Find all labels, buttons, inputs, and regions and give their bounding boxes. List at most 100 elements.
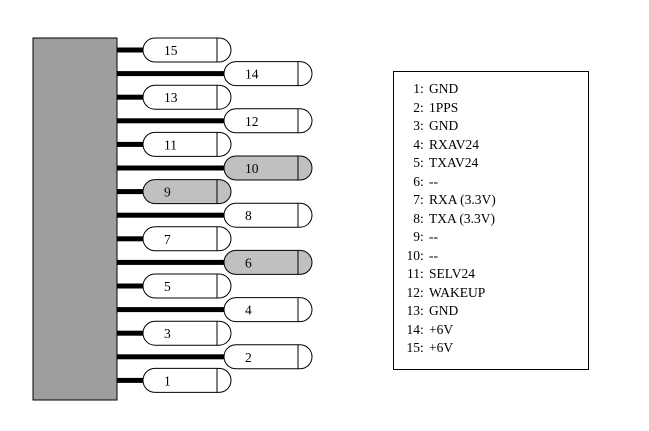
pin-cap — [142, 320, 232, 346]
pin-5: 5 — [117, 273, 232, 299]
pins-layer: 15 14 13 12 11 10 9 8 7 6 5 432 1 — [117, 37, 313, 393]
pin-wire — [117, 165, 234, 171]
pin-number-label: 8 — [245, 208, 252, 223]
pin-number-label: 9 — [164, 185, 171, 200]
legend-item-separator: : — [420, 99, 424, 115]
pin-15: 15 — [117, 37, 232, 63]
legend-item-separator: : — [420, 136, 424, 152]
pin-cap — [142, 179, 232, 205]
pin-11: 11 — [117, 131, 232, 157]
legend-item-number: 11 — [407, 266, 420, 281]
pin-10: 10 — [117, 155, 313, 181]
pin-wire — [117, 141, 153, 147]
legend-item-separator: : — [420, 192, 424, 207]
pin-wire — [117, 189, 153, 195]
pin-7: 7 — [117, 226, 232, 252]
pin-cap — [223, 202, 313, 228]
pin-number-label: 7 — [164, 232, 171, 247]
pin-14: 14 — [117, 61, 313, 87]
legend-item-number: 9 — [413, 229, 420, 244]
pin-wire — [117, 307, 234, 313]
pin-number-label: 12 — [245, 114, 259, 129]
legend-item: 3:GND — [394, 117, 524, 135]
pin-wire — [117, 236, 153, 242]
legend-item-separator: : — [420, 81, 424, 96]
legend-item-separator: : — [420, 229, 424, 244]
pin-cap — [142, 226, 232, 252]
legend-item-label: GND — [429, 81, 459, 96]
connector-body — [32, 37, 118, 401]
pin-13: 13 — [117, 84, 232, 110]
legend-item-label: TXAV24 — [429, 155, 479, 170]
pin-number-label: 4 — [245, 303, 252, 318]
legend-item: 7: RXA (3.3V) — [394, 191, 524, 209]
legend-item-separator: : — [420, 284, 424, 300]
pin-wire — [117, 354, 234, 360]
pin-number-label: 15 — [164, 43, 178, 58]
legend-item-label: GND — [429, 303, 459, 318]
legend-item-label: +6V — [429, 340, 454, 355]
pin-number-label: 13 — [164, 90, 178, 105]
legend-item-number: 15 — [406, 340, 421, 355]
legend-item-separator: : — [420, 210, 424, 226]
legend-item-number: 4 — [413, 136, 420, 152]
legend-item: 2:1PPS — [394, 99, 524, 117]
pin-4: 4 — [117, 297, 313, 323]
pin-number-label: 5 — [164, 279, 171, 294]
pin-cap — [142, 131, 232, 157]
legend-item-number: 2 — [413, 99, 420, 115]
legend-item-label: -- — [429, 229, 438, 244]
pin-9: 9 — [117, 179, 232, 205]
legend-item-number: 7 — [413, 192, 420, 207]
legend-item-separator: : — [420, 155, 424, 170]
pin-wire — [117, 212, 234, 218]
legend-item-separator: : — [420, 303, 424, 318]
legend-item-label: -- — [429, 173, 438, 189]
pin-cap — [223, 344, 313, 370]
pin-1: 1 — [117, 367, 232, 393]
legend-item-separator: : — [420, 118, 424, 133]
legend-item: 15: +6V — [394, 339, 524, 357]
pin-12: 12 — [117, 108, 313, 134]
legend-item-number: 13 — [406, 303, 421, 318]
pin-2: 2 — [117, 344, 313, 370]
pin-cap — [142, 367, 232, 393]
pin-number-label: 11 — [164, 137, 177, 152]
legend-item-label: SELV24 — [429, 266, 476, 281]
pin-wire — [117, 71, 234, 77]
pin-wire — [117, 377, 153, 383]
legend-item-separator: : — [420, 340, 424, 355]
legend-item: 1:GND — [394, 80, 524, 98]
legend-item-separator: : — [420, 321, 424, 337]
legend-item-number: 3 — [413, 118, 420, 133]
legend-item-separator: : — [420, 266, 424, 281]
pin-number-label: 1 — [164, 373, 171, 388]
legend-item: 14:+6V — [394, 321, 524, 339]
legend-item-number: 8 — [413, 210, 420, 226]
legend-item-label: 1PPS — [429, 99, 459, 115]
pin-8: 8 — [117, 202, 313, 228]
pin-number-label: 6 — [245, 255, 252, 270]
legend-item: 4: RXAV24 — [394, 136, 524, 154]
legend-item-label: -- — [429, 247, 438, 263]
legend-item: 8:TXA (3.3V) — [394, 210, 524, 228]
pin-wire — [117, 330, 153, 336]
pin-6: 6 — [117, 249, 313, 275]
pin-3: 3 — [117, 320, 232, 346]
legend-item-label: RXAV24 — [429, 136, 480, 152]
legend-item: 12:WAKEUP — [394, 284, 524, 302]
pin-wire — [117, 118, 234, 124]
legend-item-number: 10 — [406, 247, 421, 263]
legend-item-label: WAKEUP — [429, 284, 486, 300]
pin-wire — [117, 94, 153, 100]
legend-item-separator: : — [420, 247, 424, 263]
pin-wire — [117, 47, 153, 53]
legend-item-number: 5 — [413, 155, 420, 170]
legend-item: 9: -- — [394, 228, 524, 246]
pin-wire — [117, 259, 234, 265]
legend-item-label: RXA (3.3V) — [429, 192, 496, 207]
legend-item: 11: SELV24 — [394, 265, 524, 283]
legend-item: 13: GND — [394, 302, 524, 320]
